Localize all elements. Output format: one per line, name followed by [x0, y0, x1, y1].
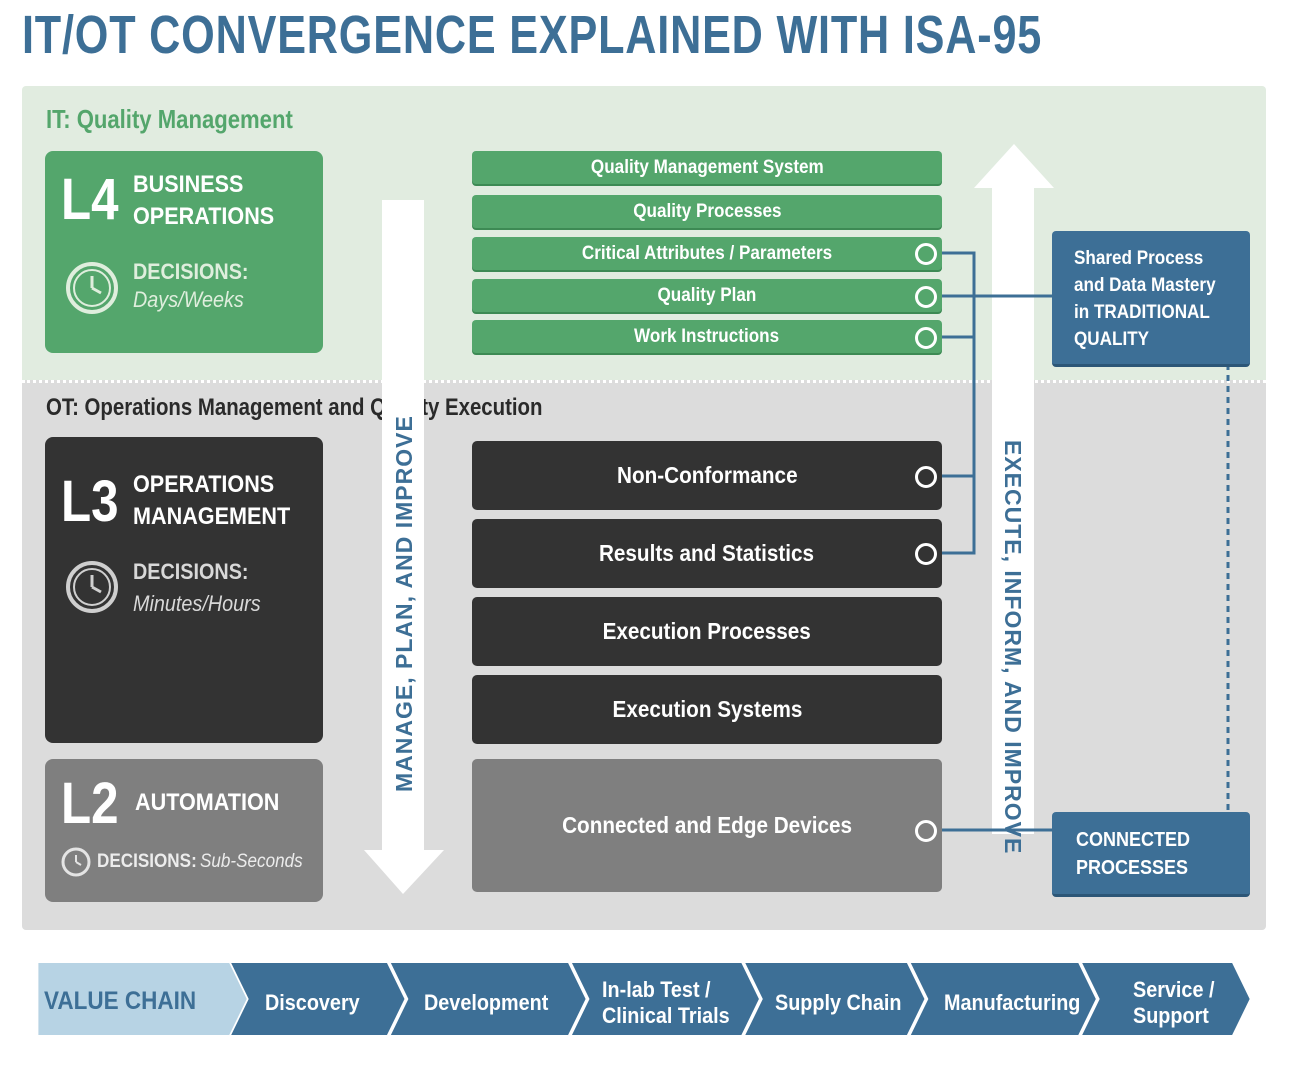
decisions-value: Sub-Seconds: [200, 851, 303, 872]
decisions-value: Days/Weeks: [133, 287, 244, 312]
value-chain-step: Discovery: [265, 990, 360, 1015]
up-arrow: [974, 144, 1054, 834]
value-chain-step: Service / Support: [1133, 977, 1215, 1028]
shared-process-text: Shared Process and Data Mastery in TRADI…: [1074, 248, 1216, 350]
ot-item-label: Non-Conformance: [616, 462, 798, 488]
it-item-label: Quality Management System: [590, 156, 824, 178]
shared-process-box: Shared Process and Data Mastery in TRADI…: [1052, 231, 1250, 367]
it-band-label: IT: Quality Management: [46, 104, 293, 134]
level-number: L4: [61, 167, 119, 232]
it-item-label: Quality Plan: [657, 284, 757, 306]
level-number: L3: [61, 469, 119, 534]
connector-node: [915, 286, 937, 308]
ot-item-label: Execution Processes: [602, 618, 812, 644]
it-item-work-instructions: Work Instructions: [472, 320, 942, 353]
clock-icon: [66, 561, 118, 613]
ot-item-execution-processes: Execution Processes: [472, 597, 942, 666]
connector-node: [915, 466, 937, 488]
it-item-critical-attributes: Critical Attributes / Parameters: [472, 237, 942, 270]
value-chain-step: Manufacturing: [944, 990, 1081, 1015]
connector-node: [915, 327, 937, 349]
clock-icon: [61, 847, 91, 877]
level-l4-card: L4 BUSINESS OPERATIONS DECISIONS: Days/W…: [45, 151, 323, 353]
it-item-label: Critical Attributes / Parameters: [581, 242, 833, 264]
level-l3-card: L3 OPERATIONS MANAGEMENT DECISIONS: Minu…: [45, 437, 323, 743]
decisions-label: DECISIONS:: [133, 259, 249, 284]
level-l2-card: L2 AUTOMATION DECISIONS: Sub-Seconds: [45, 759, 323, 902]
clock-icon: [66, 262, 118, 314]
page-title: IT/OT CONVERGENCE EXPLAINED WITH ISA-95: [22, 5, 1043, 65]
ot-item-non-conformance: Non-Conformance: [472, 441, 942, 510]
l2-item-connected-edge-devices: Connected and Edge Devices: [472, 759, 942, 892]
value-chain-step: Supply Chain: [775, 990, 902, 1015]
value-chain-step: Development: [424, 990, 549, 1015]
connector-node: [915, 243, 937, 265]
connector-node: [915, 820, 937, 842]
value-chain-label: VALUE CHAIN: [44, 987, 197, 1015]
decisions-label: DECISIONS:: [133, 559, 249, 584]
level-name: OPERATIONS MANAGEMENT: [133, 471, 291, 530]
down-arrow: [364, 200, 444, 894]
level-name: AUTOMATION: [135, 789, 280, 816]
decisions-value: Minutes/Hours: [133, 591, 261, 616]
level-number: L2: [61, 771, 119, 836]
l2-item-label: Connected and Edge Devices: [562, 812, 852, 838]
value-chain-step: In-lab Test / Clinical Trials: [602, 977, 730, 1028]
decisions-label: DECISIONS:: [97, 851, 197, 872]
it-item-quality-plan: Quality Plan: [472, 279, 942, 312]
it-item-quality-management-system: Quality Management System: [472, 151, 942, 184]
it-item-quality-processes: Quality Processes: [472, 195, 942, 228]
value-chain-arrows: [38, 963, 1250, 1036]
it-item-label: Work Instructions: [634, 325, 780, 347]
ot-item-label: Execution Systems: [612, 696, 802, 722]
ot-item-results-statistics: Results and Statistics: [472, 519, 942, 588]
ot-band-label: OT: Operations Management and Quality Ex…: [46, 394, 543, 421]
connected-processes-box: CONNECTED PROCESSES: [1052, 812, 1250, 897]
ot-item-execution-systems: Execution Systems: [472, 675, 942, 744]
connector-node: [915, 543, 937, 565]
level-name: BUSINESS OPERATIONS: [133, 171, 275, 230]
ot-item-label: Results and Statistics: [599, 540, 815, 566]
it-item-label: Quality Processes: [632, 200, 782, 222]
connected-processes-text: CONNECTED PROCESSES: [1076, 829, 1191, 879]
